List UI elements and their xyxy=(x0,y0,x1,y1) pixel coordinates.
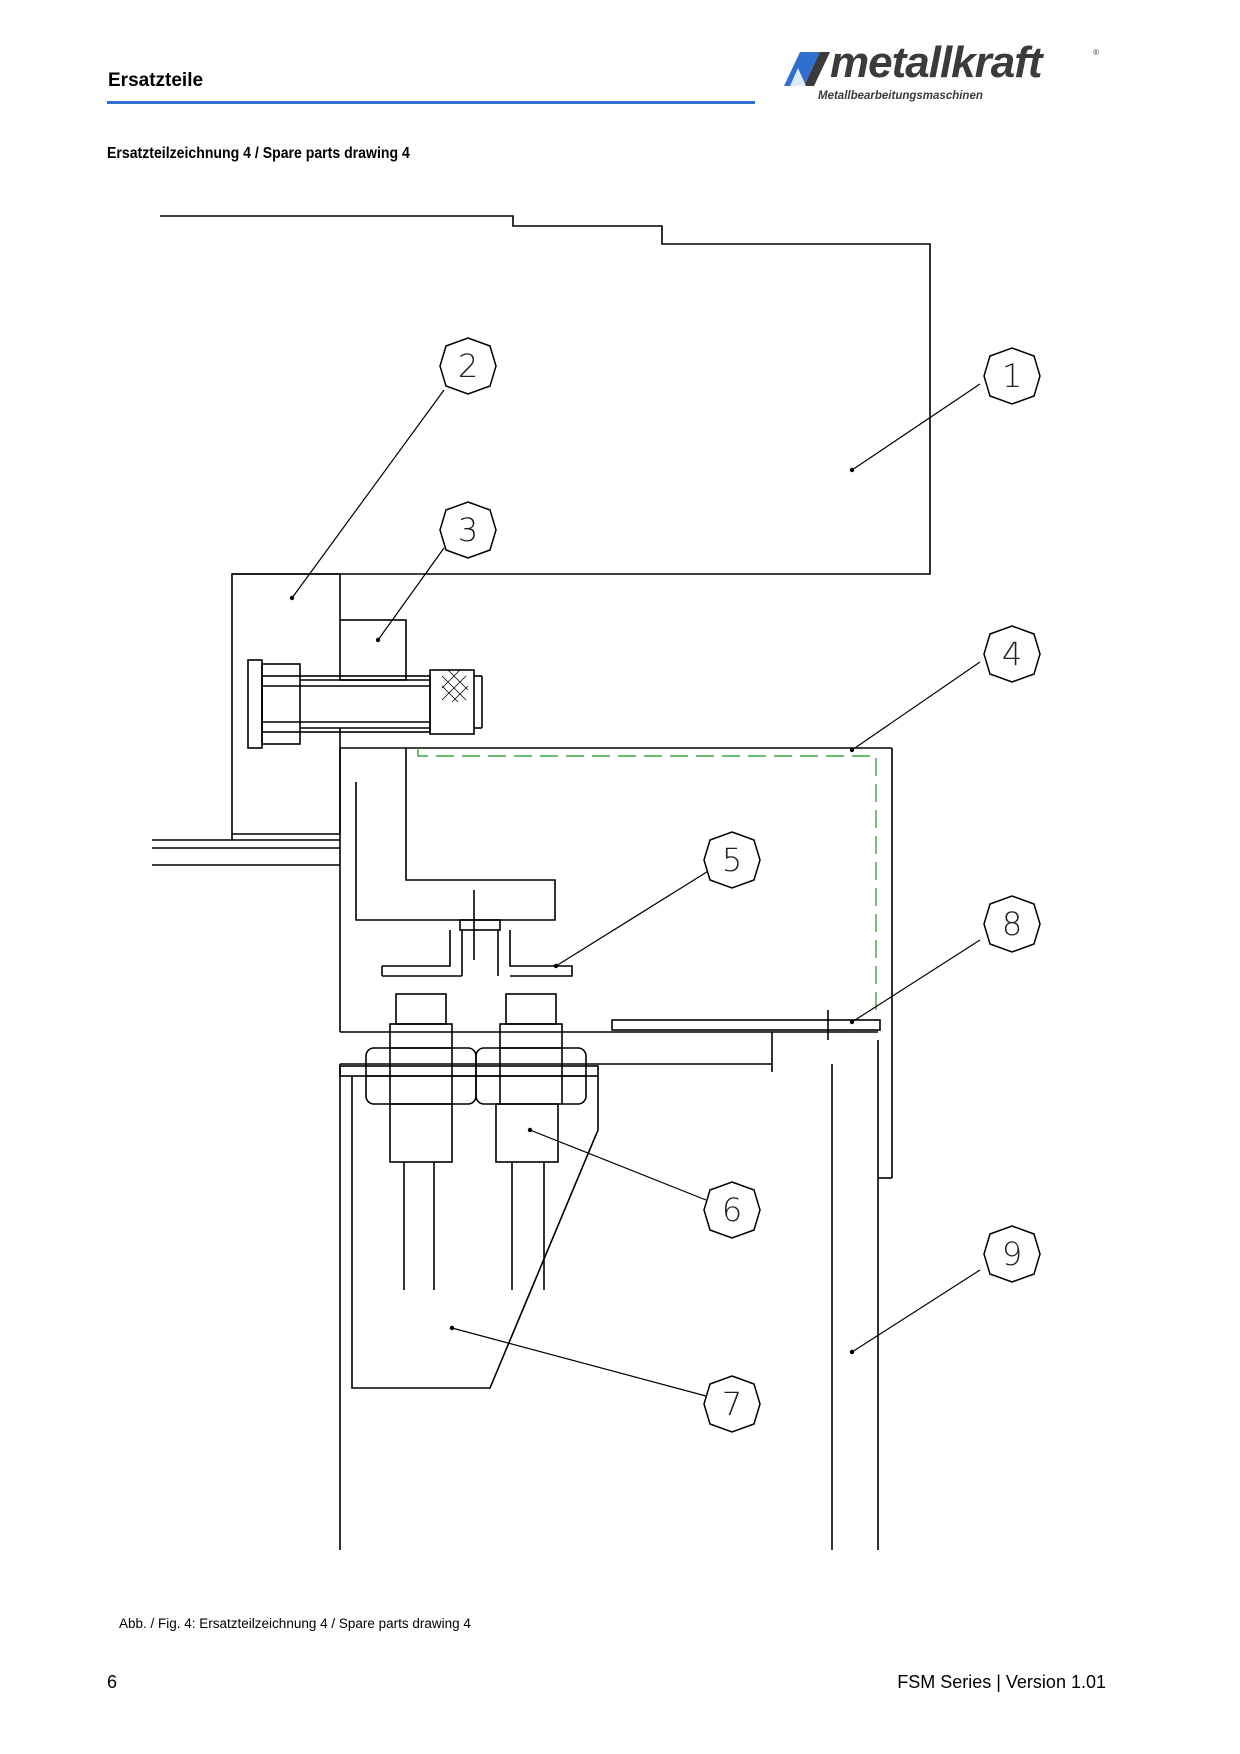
figure-caption: Abb. / Fig. 4: Ersatzteilzeichnung 4 / S… xyxy=(119,1616,471,1631)
logo-tagline: Metallbearbeitungsmaschinen xyxy=(818,90,983,102)
part-5-outline xyxy=(382,930,451,967)
footer-series-version: FSM Series | Version 1.01 xyxy=(897,1672,1106,1692)
part-1-outline xyxy=(160,215,931,840)
logo-brand: metallkraft xyxy=(830,38,1043,87)
dashed-guide xyxy=(417,748,877,1014)
callout-balloon-9 xyxy=(983,1225,1041,1283)
header-rule xyxy=(107,101,755,104)
callout-balloon-1 xyxy=(983,347,1041,405)
callout-label-1: 1 xyxy=(1002,357,1022,395)
logo-mark-icon xyxy=(784,52,830,86)
callout-balloon-8 xyxy=(983,895,1041,953)
part-2-outline xyxy=(232,573,341,620)
callout-balloon-2 xyxy=(439,337,497,395)
page-number: 6 xyxy=(107,1672,118,1692)
metallkraft-logo: metallkraft ® Metallbearbeitungsmaschine… xyxy=(780,38,1100,114)
callout-label-5: 5 xyxy=(722,841,742,879)
part-3-outline xyxy=(339,619,407,681)
callout-label-4: 4 xyxy=(1002,635,1022,673)
callout-balloon-4 xyxy=(983,625,1041,683)
callout-label-6: 6 xyxy=(722,1191,742,1229)
callout-label-2: 2 xyxy=(458,347,478,385)
bolt-head xyxy=(247,659,263,749)
page-header-title: Ersatzteile xyxy=(108,70,204,91)
logo-registered: ® xyxy=(1093,48,1099,57)
spare-parts-drawing: 1 2 3 4 5 6 7 8 9 xyxy=(152,215,1041,1550)
part-8-outline xyxy=(611,1019,881,1031)
drawing-title: Ersatzteilzeichnung 4 / Spare parts draw… xyxy=(107,145,410,162)
callout-balloon-6 xyxy=(703,1181,761,1239)
callout-balloon-3 xyxy=(439,501,497,559)
callout-balloon-7 xyxy=(703,1375,761,1433)
callout-label-8: 8 xyxy=(1002,905,1022,943)
part-7-outline xyxy=(351,1076,599,1389)
callout-label-9: 9 xyxy=(1002,1235,1022,1273)
callout-label-7: 7 xyxy=(722,1385,742,1423)
callout-balloon-5 xyxy=(703,831,761,889)
bolt-knob xyxy=(429,669,475,735)
callout-label-3: 3 xyxy=(458,511,478,549)
